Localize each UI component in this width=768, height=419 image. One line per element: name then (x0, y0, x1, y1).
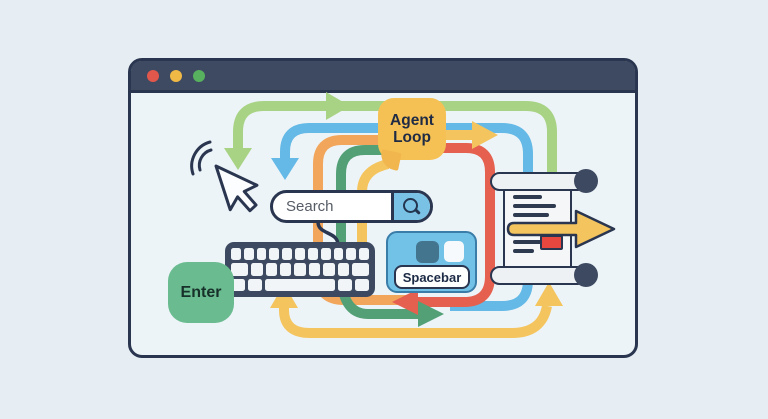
maximize-button-icon[interactable] (193, 69, 205, 82)
agent-loop-label: Agent Loop (378, 98, 446, 160)
scroll-document-icon (490, 168, 598, 289)
scroll-body (503, 182, 572, 276)
agent-loop-label-text: Agent Loop (390, 111, 434, 146)
keyboard-key[interactable] (265, 263, 277, 276)
keyboard-key[interactable] (231, 263, 249, 276)
search-button[interactable] (391, 193, 430, 220)
keyboard-key[interactable] (243, 248, 254, 261)
text-line (513, 240, 543, 244)
text-line (513, 249, 534, 253)
text-line (513, 213, 550, 217)
enter-key[interactable]: Enter (168, 262, 234, 323)
highlight-block (540, 235, 563, 250)
text-line (513, 222, 530, 226)
text-line (513, 231, 541, 235)
keyboard (225, 242, 375, 297)
minimize-button-icon[interactable] (170, 69, 182, 82)
blank-key-icon (444, 241, 464, 262)
modifier-key-icon (416, 241, 439, 263)
keyboard-key[interactable] (295, 248, 305, 261)
keyboard-row (231, 263, 370, 276)
search-input[interactable] (273, 193, 391, 220)
keyboard-key[interactable] (248, 278, 262, 291)
spacebar-key-label: Spacebar (402, 269, 462, 285)
keyboard-spacebar-key[interactable] (265, 278, 335, 291)
close-button-icon[interactable] (147, 69, 159, 82)
spacebar-widget[interactable]: Spacebar (386, 231, 477, 293)
keyboard-key[interactable] (279, 263, 292, 276)
keyboard-key[interactable] (256, 248, 267, 261)
keyboard-key[interactable] (338, 278, 352, 291)
keyboard-key[interactable] (333, 248, 344, 261)
scroll-top-cap (574, 169, 598, 193)
keyboard-key[interactable] (337, 263, 349, 276)
keyboard-key[interactable] (307, 248, 318, 261)
keyboard-key[interactable] (269, 248, 280, 261)
keyboard-key[interactable] (351, 263, 370, 276)
enter-key-label: Enter (180, 283, 222, 301)
browser-titlebar (131, 61, 635, 93)
keyboard-key[interactable] (346, 248, 357, 261)
spacebar-key[interactable]: Spacebar (394, 265, 470, 289)
scroll-top-roll (490, 172, 587, 191)
text-line (513, 204, 557, 208)
keyboard-key[interactable] (355, 278, 369, 291)
keyboard-key[interactable] (359, 248, 369, 261)
keyboard-row (231, 278, 369, 291)
keyboard-key[interactable] (320, 248, 331, 261)
keyboard-key[interactable] (323, 263, 335, 276)
keyboard-key[interactable] (231, 248, 241, 261)
scroll-bottom-roll (490, 266, 587, 285)
search-bar[interactable] (270, 190, 433, 223)
scroll-bottom-cap (574, 263, 598, 287)
search-icon (403, 197, 418, 213)
keyboard-key[interactable] (308, 263, 321, 276)
keyboard-key[interactable] (282, 248, 293, 261)
keyboard-row (231, 248, 369, 261)
keyboard-key[interactable] (294, 263, 306, 276)
keyboard-key[interactable] (251, 263, 263, 276)
text-line (513, 195, 543, 199)
keyboard-key[interactable] (231, 278, 245, 291)
